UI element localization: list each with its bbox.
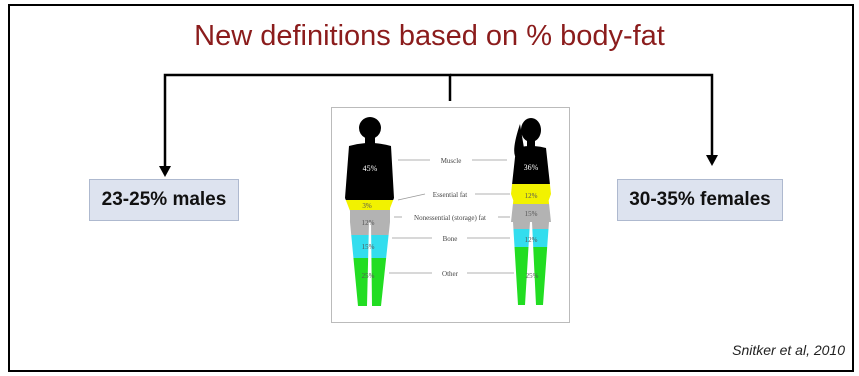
body-silhouettes: 45% 3% 12% 15% 25% 36% 12% 15% 12% 25% M…	[332, 108, 569, 322]
essential-label: Essential fat	[433, 191, 467, 199]
female-muscle-band	[492, 108, 569, 184]
storage-label: Nonessential (storage) fat	[414, 214, 486, 222]
muscle-label: Muscle	[441, 157, 462, 165]
male-other-band	[332, 258, 412, 308]
female-muscle-value: 36%	[524, 163, 539, 172]
male-muscle-value: 45%	[363, 164, 378, 173]
female-essential-value: 12%	[525, 192, 538, 200]
body-composition-figure: 45% 3% 12% 15% 25% 36% 12% 15% 12% 25% M…	[331, 107, 570, 323]
other-label: Other	[442, 270, 459, 278]
male-essential-band	[332, 200, 412, 210]
female-storage-value: 15%	[525, 210, 538, 218]
male-other-value: 25%	[362, 272, 375, 280]
essential-leader-left	[398, 194, 425, 200]
female-range-box: 30-35% females	[617, 179, 783, 221]
left-arrow-icon	[159, 166, 171, 177]
male-storage-value: 12%	[362, 219, 375, 227]
female-other-value: 25%	[526, 272, 539, 280]
citation: Snitker et al, 2010	[732, 342, 845, 358]
right-arrow-icon	[706, 155, 718, 166]
male-bone-value: 15%	[362, 243, 375, 251]
male-essential-value: 3%	[362, 202, 372, 210]
bone-label: Bone	[443, 235, 458, 243]
male-muscle-band	[332, 108, 412, 200]
female-bone-value: 12%	[525, 236, 538, 244]
male-range-box: 23-25% males	[89, 179, 239, 221]
